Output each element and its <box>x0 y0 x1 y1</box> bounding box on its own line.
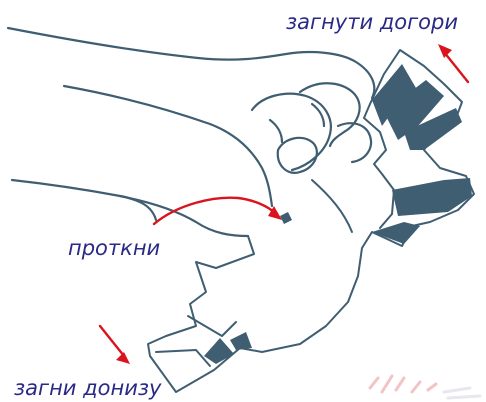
arrow-curve-shaft <box>154 198 276 224</box>
arrow-down-head <box>116 352 130 364</box>
thread-through-label: проткни <box>68 236 160 260</box>
faint-watermark-strokes <box>370 376 436 392</box>
fold-bottom-2 <box>230 332 252 350</box>
finger-knuckle <box>338 123 371 162</box>
wrapper-inner-fold <box>312 180 352 232</box>
fold-up-label: загнути догори <box>286 10 458 34</box>
thumb-outline <box>252 94 331 170</box>
fold-bottom-1 <box>204 338 234 364</box>
arm-upper-edge <box>8 28 374 98</box>
arrow-up-head <box>438 44 452 58</box>
wrapper-pleat-2 <box>156 350 210 366</box>
fold-down-label: загни донизу <box>14 376 161 400</box>
finger-crease-1 <box>270 120 282 142</box>
fold-mid-2 <box>372 222 420 244</box>
fold-mid-1 <box>392 178 472 216</box>
arrow-up-shaft <box>444 52 468 82</box>
hole-dot <box>280 212 292 224</box>
arrow-down-shaft <box>100 326 124 356</box>
hand-back <box>64 86 272 206</box>
